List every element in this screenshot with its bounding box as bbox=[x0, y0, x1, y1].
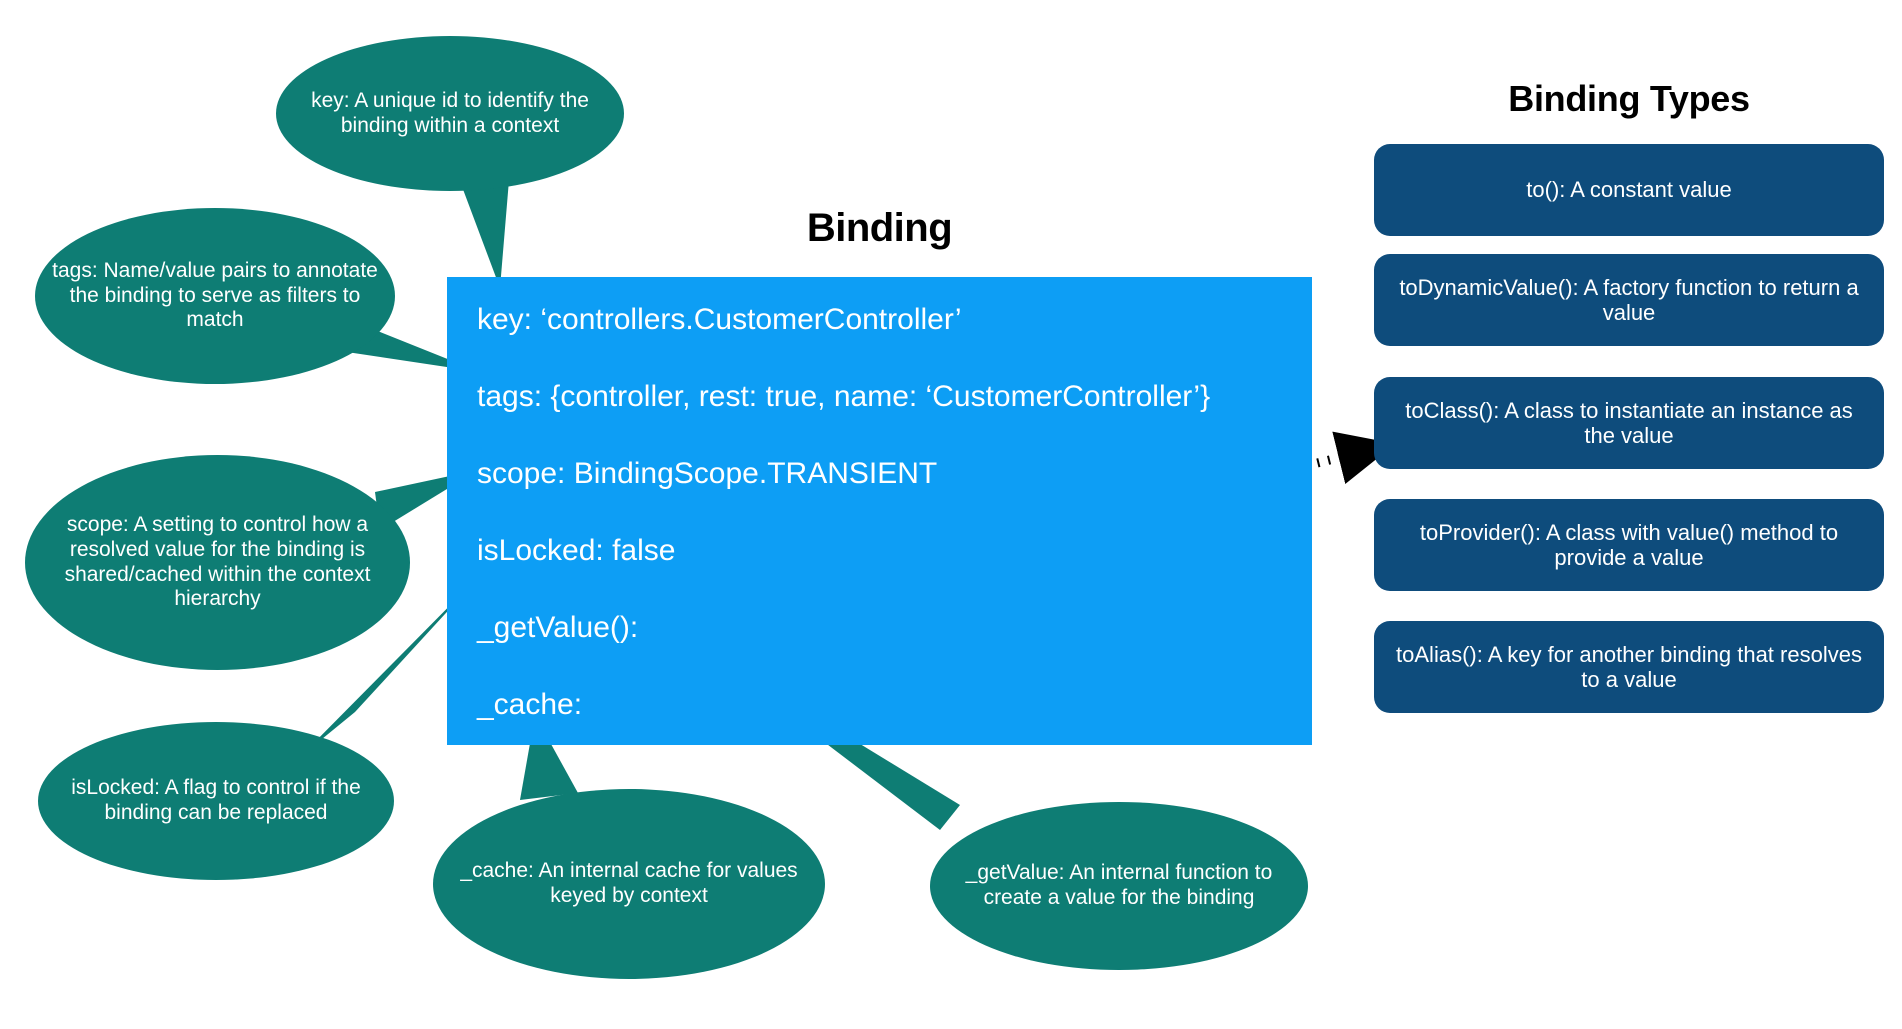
binding-row-key: key: ‘controllers.CustomerController’ bbox=[477, 303, 962, 336]
callout-cache: _cache: An internal cache for values key… bbox=[433, 789, 825, 979]
callout-islocked: isLocked: A flag to control if the bindi… bbox=[38, 722, 394, 880]
binding-row-getvalue: _getValue(): bbox=[477, 611, 639, 644]
binding-type-todynamicvalue-label: toDynamicValue(): A factory function to … bbox=[1399, 274, 1859, 325]
binding-types-title: Binding Types bbox=[1508, 78, 1750, 119]
callout-getvalue-label: _getValue: An internal function to creat… bbox=[965, 861, 1273, 909]
callout-islocked-label: isLocked: A flag to control if the bindi… bbox=[71, 776, 361, 824]
callout-tags-label: tags: Name/value pairs to annotate the b… bbox=[52, 258, 378, 332]
callout-key-label: key: A unique id to identify the binding… bbox=[311, 88, 589, 137]
binding-row-cache: _cache: bbox=[477, 688, 583, 721]
callout-scope-label: scope: A setting to control how a resolv… bbox=[64, 512, 371, 611]
binding-type-toclass-label: toClass(): A class to instantiate an ins… bbox=[1405, 397, 1853, 448]
binding-type-toalias-label: toAlias(): A key for another binding tha… bbox=[1396, 641, 1862, 692]
binding-type-to-label: to(): A constant value bbox=[1526, 177, 1732, 203]
binding-card-title: Binding bbox=[806, 206, 953, 250]
binding-card: key: ‘controllers.CustomerController’ ta… bbox=[447, 277, 1312, 745]
binding-row-islocked: isLocked: false bbox=[477, 534, 676, 567]
callout-getvalue: _getValue: An internal function to creat… bbox=[930, 802, 1308, 970]
callout-scope: scope: A setting to control how a resolv… bbox=[25, 455, 410, 670]
binding-type-todynamicvalue[interactable]: toDynamicValue(): A factory function to … bbox=[1374, 254, 1884, 346]
binding-row-tags: tags: {controller, rest: true, name: ‘Cu… bbox=[477, 380, 1211, 413]
binding-type-toclass[interactable]: toClass(): A class to instantiate an ins… bbox=[1374, 377, 1884, 469]
callout-tags: tags: Name/value pairs to annotate the b… bbox=[35, 208, 395, 384]
binding-row-scope: scope: BindingScope.TRANSIENT bbox=[477, 457, 938, 490]
callout-key: key: A unique id to identify the binding… bbox=[276, 36, 624, 191]
binding-type-toprovider[interactable]: toProvider(): A class with value() metho… bbox=[1374, 499, 1884, 591]
binding-type-toalias[interactable]: toAlias(): A key for another binding tha… bbox=[1374, 621, 1884, 713]
binding-type-toprovider-label: toProvider(): A class with value() metho… bbox=[1419, 519, 1839, 570]
callout-cache-label: _cache: An internal cache for values key… bbox=[460, 859, 798, 907]
binding-type-to[interactable]: to(): A constant value bbox=[1374, 144, 1884, 236]
